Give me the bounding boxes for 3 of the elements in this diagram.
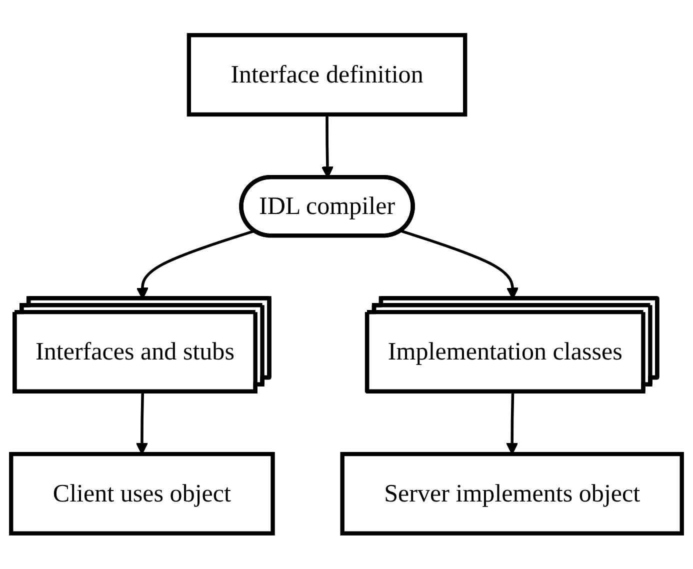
node-box: Client uses object [9, 452, 275, 536]
node-box: Interface definition [186, 33, 468, 117]
node-box: Server implements object [340, 452, 684, 536]
